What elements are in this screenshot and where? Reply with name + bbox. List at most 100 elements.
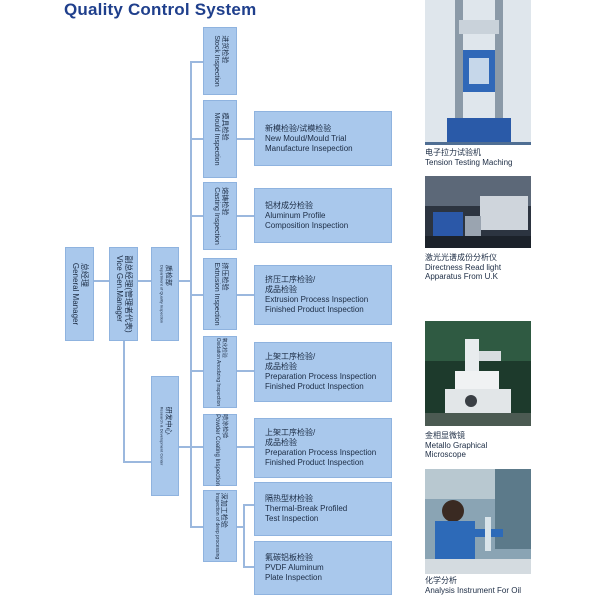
- connector: [243, 504, 245, 568]
- coating-inspection-en: Powder Coating Inspection: [214, 414, 220, 486]
- vice-manager-box: 副总经理(管理者代表) Vice Gen.Manager: [109, 247, 138, 341]
- connector: [190, 446, 203, 448]
- quality-dept-cn: 质检部: [164, 264, 172, 286]
- detail-en: Finished Product Inspection: [265, 305, 364, 314]
- detail-cn: 成品检验: [265, 285, 297, 294]
- photo-caption: 金相显微镜 Metallo Graphical Microscope: [425, 431, 487, 460]
- connector: [190, 61, 203, 63]
- photo-caption: 电子拉力试验机 Tension Testing Maching: [425, 148, 512, 167]
- detail-cn: 上架工序检验/: [265, 428, 316, 437]
- general-manager-en: General Manager: [70, 262, 80, 326]
- detail-cn: 成品检验: [265, 438, 297, 447]
- detail-en: Manufacture Insepection: [265, 143, 353, 153]
- mould-inspection-cn: 模具检验: [221, 112, 229, 141]
- casting-inspection-en: Casting Inspection: [213, 187, 220, 245]
- page-title: Quality Control System: [64, 0, 257, 19]
- detail-en: Preparation Process Inspection: [265, 448, 377, 457]
- detail-cn: 氟碳铝板检验: [265, 553, 313, 562]
- vice-manager-cn: 副总经理(管理者代表): [123, 255, 133, 333]
- detail-cn: 隔热型材检验: [265, 494, 313, 503]
- general-manager-cn: 总经理: [79, 262, 89, 287]
- connector: [178, 446, 191, 448]
- photo-caption: 化学分析 Analysis Instrument For Oil: [425, 576, 521, 595]
- extrusion-inspection-cn: 挤压检验: [221, 262, 229, 291]
- detail-cn: 铝材成分检验: [265, 200, 313, 210]
- mould-inspection-en: Mould Inspection: [213, 112, 220, 166]
- connector: [236, 215, 254, 217]
- rd-center-en: Research & Development Center: [159, 406, 165, 466]
- tension-testing-machine-photo: [425, 0, 531, 145]
- detail-en: Preparation Process Inspection: [265, 372, 377, 381]
- detail-en: PVDF Aluminum: [265, 563, 324, 572]
- connector: [190, 215, 203, 217]
- casting-inspection-cn: 熔铸检验: [221, 187, 229, 216]
- photo-caption-en: Tension Testing Maching: [425, 157, 513, 167]
- deep-processing-inspection-cn: 深加工检验: [219, 492, 227, 528]
- connector: [190, 138, 203, 140]
- oxidation-inspection-cn: 氧化检验: [220, 337, 227, 358]
- detail-cn: 成品检验: [265, 362, 297, 371]
- oxidation-inspection-en: Oxidation Anodizing Inspection: [215, 337, 221, 407]
- detail-cn: 新模检验/试模检验: [265, 123, 332, 133]
- connector: [190, 294, 203, 296]
- quality-dept-en: Department of Quality Inspection: [159, 264, 165, 324]
- photo-caption-cn: 电子拉力试验机: [425, 148, 481, 157]
- connector: [137, 280, 151, 282]
- rd-center-box: 研发中心 Research & Development Center: [151, 376, 179, 496]
- photo-caption-cn: 化学分析: [425, 576, 457, 585]
- extrusion-inspection-en: Extrusion Inspection: [213, 262, 220, 326]
- photo-caption-en: Metallo Graphical: [425, 440, 488, 450]
- general-manager-box: 总经理 General Manager: [65, 247, 94, 341]
- connector: [123, 461, 151, 463]
- photo-caption: 激光光谱成份分析仪 Directness Read light Apparatu…: [425, 253, 501, 282]
- detail-en: Thermal-Break Profiled: [265, 504, 348, 513]
- rd-center-cn: 研发中心: [164, 406, 172, 435]
- detail-cn: 挤压工序检验/: [265, 275, 316, 284]
- deep-processing-inspection-en: Inspection of deep processing: [213, 492, 220, 560]
- detail-en: Finished Product Inspection: [265, 382, 364, 391]
- detail-en: Finished Product Inspection: [265, 458, 364, 467]
- quality-dept-box: 质检部 Department of Quality Inspection: [151, 247, 179, 341]
- connector: [236, 294, 254, 296]
- photo-caption-en: Microscope: [425, 450, 466, 460]
- connector: [190, 370, 203, 372]
- connector: [190, 526, 203, 528]
- vice-manager-en: Vice Gen.Manager: [114, 255, 124, 322]
- coating-inspection-cn: 喷涂检验: [220, 414, 227, 439]
- spectrometer-photo: [425, 176, 531, 248]
- microscope-photo: [425, 321, 531, 426]
- connector: [236, 526, 244, 528]
- connector: [123, 340, 125, 462]
- connector: [243, 566, 254, 568]
- detail-en: Test Inspection: [265, 514, 319, 523]
- photo-caption-en: Analysis Instrument For Oil: [425, 585, 522, 595]
- connector: [243, 504, 254, 506]
- detail-en: Aluminum Profile: [265, 210, 326, 220]
- connector: [94, 280, 110, 282]
- connector: [236, 446, 254, 448]
- stock-inspection-en: Stock Inspection: [213, 35, 220, 87]
- photo-caption-cn: 金相显微镜: [425, 431, 465, 440]
- detail-en: Plate Inspection: [265, 573, 322, 582]
- detail-en: Composition Inspection: [265, 220, 349, 230]
- photo-caption-cn: 激光光谱成份分析仪: [425, 253, 497, 262]
- connector: [179, 280, 191, 282]
- connector: [236, 138, 254, 140]
- detail-en: Extrusion Process Inspection: [265, 295, 369, 304]
- photo-caption-en: Apparatus From U.K: [425, 272, 498, 282]
- photo-caption-en: Directness Read light: [425, 262, 502, 272]
- detail-en: New Mould/Mould Trial: [265, 133, 347, 143]
